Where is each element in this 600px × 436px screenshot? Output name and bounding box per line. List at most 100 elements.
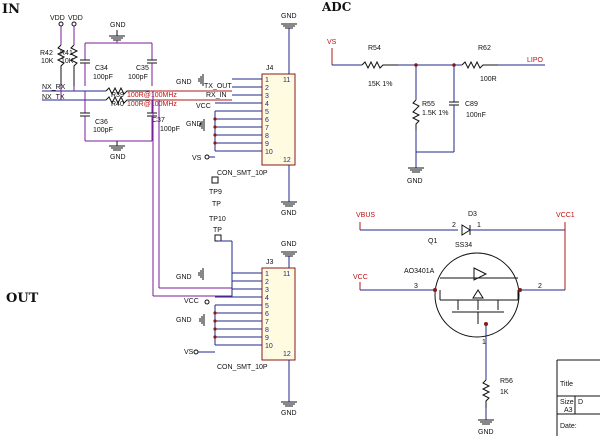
- c89-label: C89: [465, 101, 478, 108]
- j4-pin4: 4: [265, 101, 269, 108]
- j3-vs: VS: [184, 349, 194, 356]
- c35-label: C35: [136, 65, 149, 72]
- resistor-r56: [481, 379, 491, 408]
- vbus-label: VBUS: [356, 212, 375, 219]
- test-point-tp9: TP9 TP: [209, 176, 222, 208]
- resistor-r54: [361, 60, 398, 70]
- j4-gnd-top: GND: [281, 13, 297, 20]
- j3-part: CON_SMT_10P: [217, 364, 268, 371]
- d3-part: SS34: [455, 242, 472, 249]
- test-point-tp10: TP10 TP: [209, 216, 226, 242]
- doc-label: D: [578, 399, 583, 406]
- resistor-r40: [105, 95, 150, 105]
- j4-rx-in: RX_IN: [206, 92, 227, 99]
- resistor-r39: [105, 86, 150, 96]
- r54-label: R54: [368, 45, 381, 52]
- j4-pin3: 3: [265, 93, 269, 100]
- j3-pin12: 12: [283, 351, 291, 358]
- j3-pin6: 6: [265, 311, 269, 318]
- tp9-ref: TP9: [209, 189, 222, 196]
- nx-tx-label: NX_TX: [42, 94, 65, 101]
- resistor-r41: [69, 44, 79, 86]
- q1-pin1: 1: [482, 339, 486, 346]
- heading-adc: ADC: [321, 0, 351, 14]
- j3-pin5: 5: [265, 303, 269, 310]
- vdd-label-1: VDD: [50, 15, 65, 22]
- connector-j3: J3 CON_SMT_10P 1 2 3 4 5 6 7 8 9 10 11 1…: [176, 240, 297, 417]
- j4-tx-out: TX_OUT: [204, 83, 232, 90]
- nx-rx-label: NX_RX: [42, 84, 66, 91]
- j3-gnd-bottom: GND: [281, 410, 297, 417]
- r62-label: R62: [478, 45, 491, 52]
- d3-pin1: 1: [477, 222, 481, 229]
- diode-d3: [461, 224, 471, 236]
- title-label: Title: [560, 381, 573, 388]
- j4-pin12: 12: [283, 157, 291, 164]
- j4-gnd-net: GND: [176, 79, 192, 86]
- c89-value: 100nF: [466, 112, 486, 119]
- q1-pin3: 3: [414, 283, 418, 290]
- j3-pin2: 2: [265, 279, 269, 286]
- d3-label: D3: [468, 211, 477, 218]
- j4-gnd2: GND: [186, 121, 202, 128]
- resistor-r55: [411, 99, 421, 130]
- heading-out: OUT: [6, 291, 39, 306]
- c34-label: C34: [95, 65, 108, 72]
- heading-in: IN: [2, 2, 20, 17]
- connector-j4: J4 CON_SMT_10P 1 2 3 4 5 6 7 8 9 10 11 1…: [176, 13, 297, 217]
- j4-pin9: 9: [265, 141, 269, 148]
- r55-value: 1.5K 1%: [422, 110, 448, 117]
- adc-divider: VS R54 15K 1% R62 100R LIPO R55 1.5K 1% …: [327, 39, 545, 185]
- power-path: VBUS D3 2 1 SS34 VCC1 Q1 AO3401A 3 2 1 V…: [353, 211, 575, 436]
- j4-pin7: 7: [265, 125, 269, 132]
- tp9-label: TP: [212, 201, 221, 208]
- size-value: A3: [564, 407, 573, 414]
- j3-ref: J3: [266, 259, 274, 266]
- j3-gnd2: GND: [176, 317, 192, 324]
- vdd-symbol-2: [71, 21, 77, 45]
- j3-pin8: 8: [265, 327, 269, 334]
- r39-label: R39: [111, 92, 124, 99]
- gnd-bottom-label: GND: [110, 154, 126, 161]
- q1-label: Q1: [428, 238, 437, 245]
- gnd-top-label: GND: [110, 22, 126, 29]
- vdd-label-2: VDD: [68, 15, 83, 22]
- power-gnd-label: GND: [478, 429, 494, 436]
- c36-label: C36: [95, 119, 108, 126]
- c36-value: 100pF: [93, 127, 113, 134]
- size-label: Size: [560, 399, 574, 406]
- mosfet-q1: [434, 252, 520, 338]
- j3-vcc: VCC: [184, 298, 199, 305]
- j3-pin11: 11: [283, 271, 290, 278]
- date-label: Date:: [560, 423, 577, 430]
- input-filter-network: VDD VDD R42 10K R41 10K GND C34 100pF C3…: [40, 15, 232, 297]
- vcc-label: VCC: [353, 274, 368, 281]
- resistor-r62: [461, 60, 498, 70]
- j3-pin1: 1: [265, 271, 269, 278]
- r56-label: R56: [500, 378, 513, 385]
- adc-gnd-label: GND: [407, 178, 423, 185]
- r54-value: 15K 1%: [368, 81, 393, 88]
- r42-value: 10K: [41, 58, 54, 65]
- j4-pin11: 11: [283, 77, 290, 84]
- tp10-ref: TP10: [209, 216, 226, 223]
- j3-gnd-net: GND: [176, 274, 192, 281]
- r40-label: R40: [111, 101, 124, 108]
- j3-pin4: 4: [265, 295, 269, 302]
- j4-vcc: VCC: [196, 103, 211, 110]
- j4-pin6: 6: [265, 117, 269, 124]
- c37-label: C37: [152, 117, 165, 124]
- r42-label: R42: [40, 50, 53, 57]
- j4-pin2: 2: [265, 85, 269, 92]
- j4-gnd-bottom: GND: [281, 210, 297, 217]
- vcc1-label: VCC1: [556, 212, 575, 219]
- q1-part: AO3401A: [404, 268, 435, 275]
- j3-pin9: 9: [265, 335, 269, 342]
- j3-pin3: 3: [265, 287, 269, 294]
- j4-pin8: 8: [265, 133, 269, 140]
- j3-pin10: 10: [265, 343, 273, 350]
- r62-value: 100R: [480, 76, 497, 83]
- j4-part: CON_SMT_10P: [217, 170, 268, 177]
- j3-pin7: 7: [265, 319, 269, 326]
